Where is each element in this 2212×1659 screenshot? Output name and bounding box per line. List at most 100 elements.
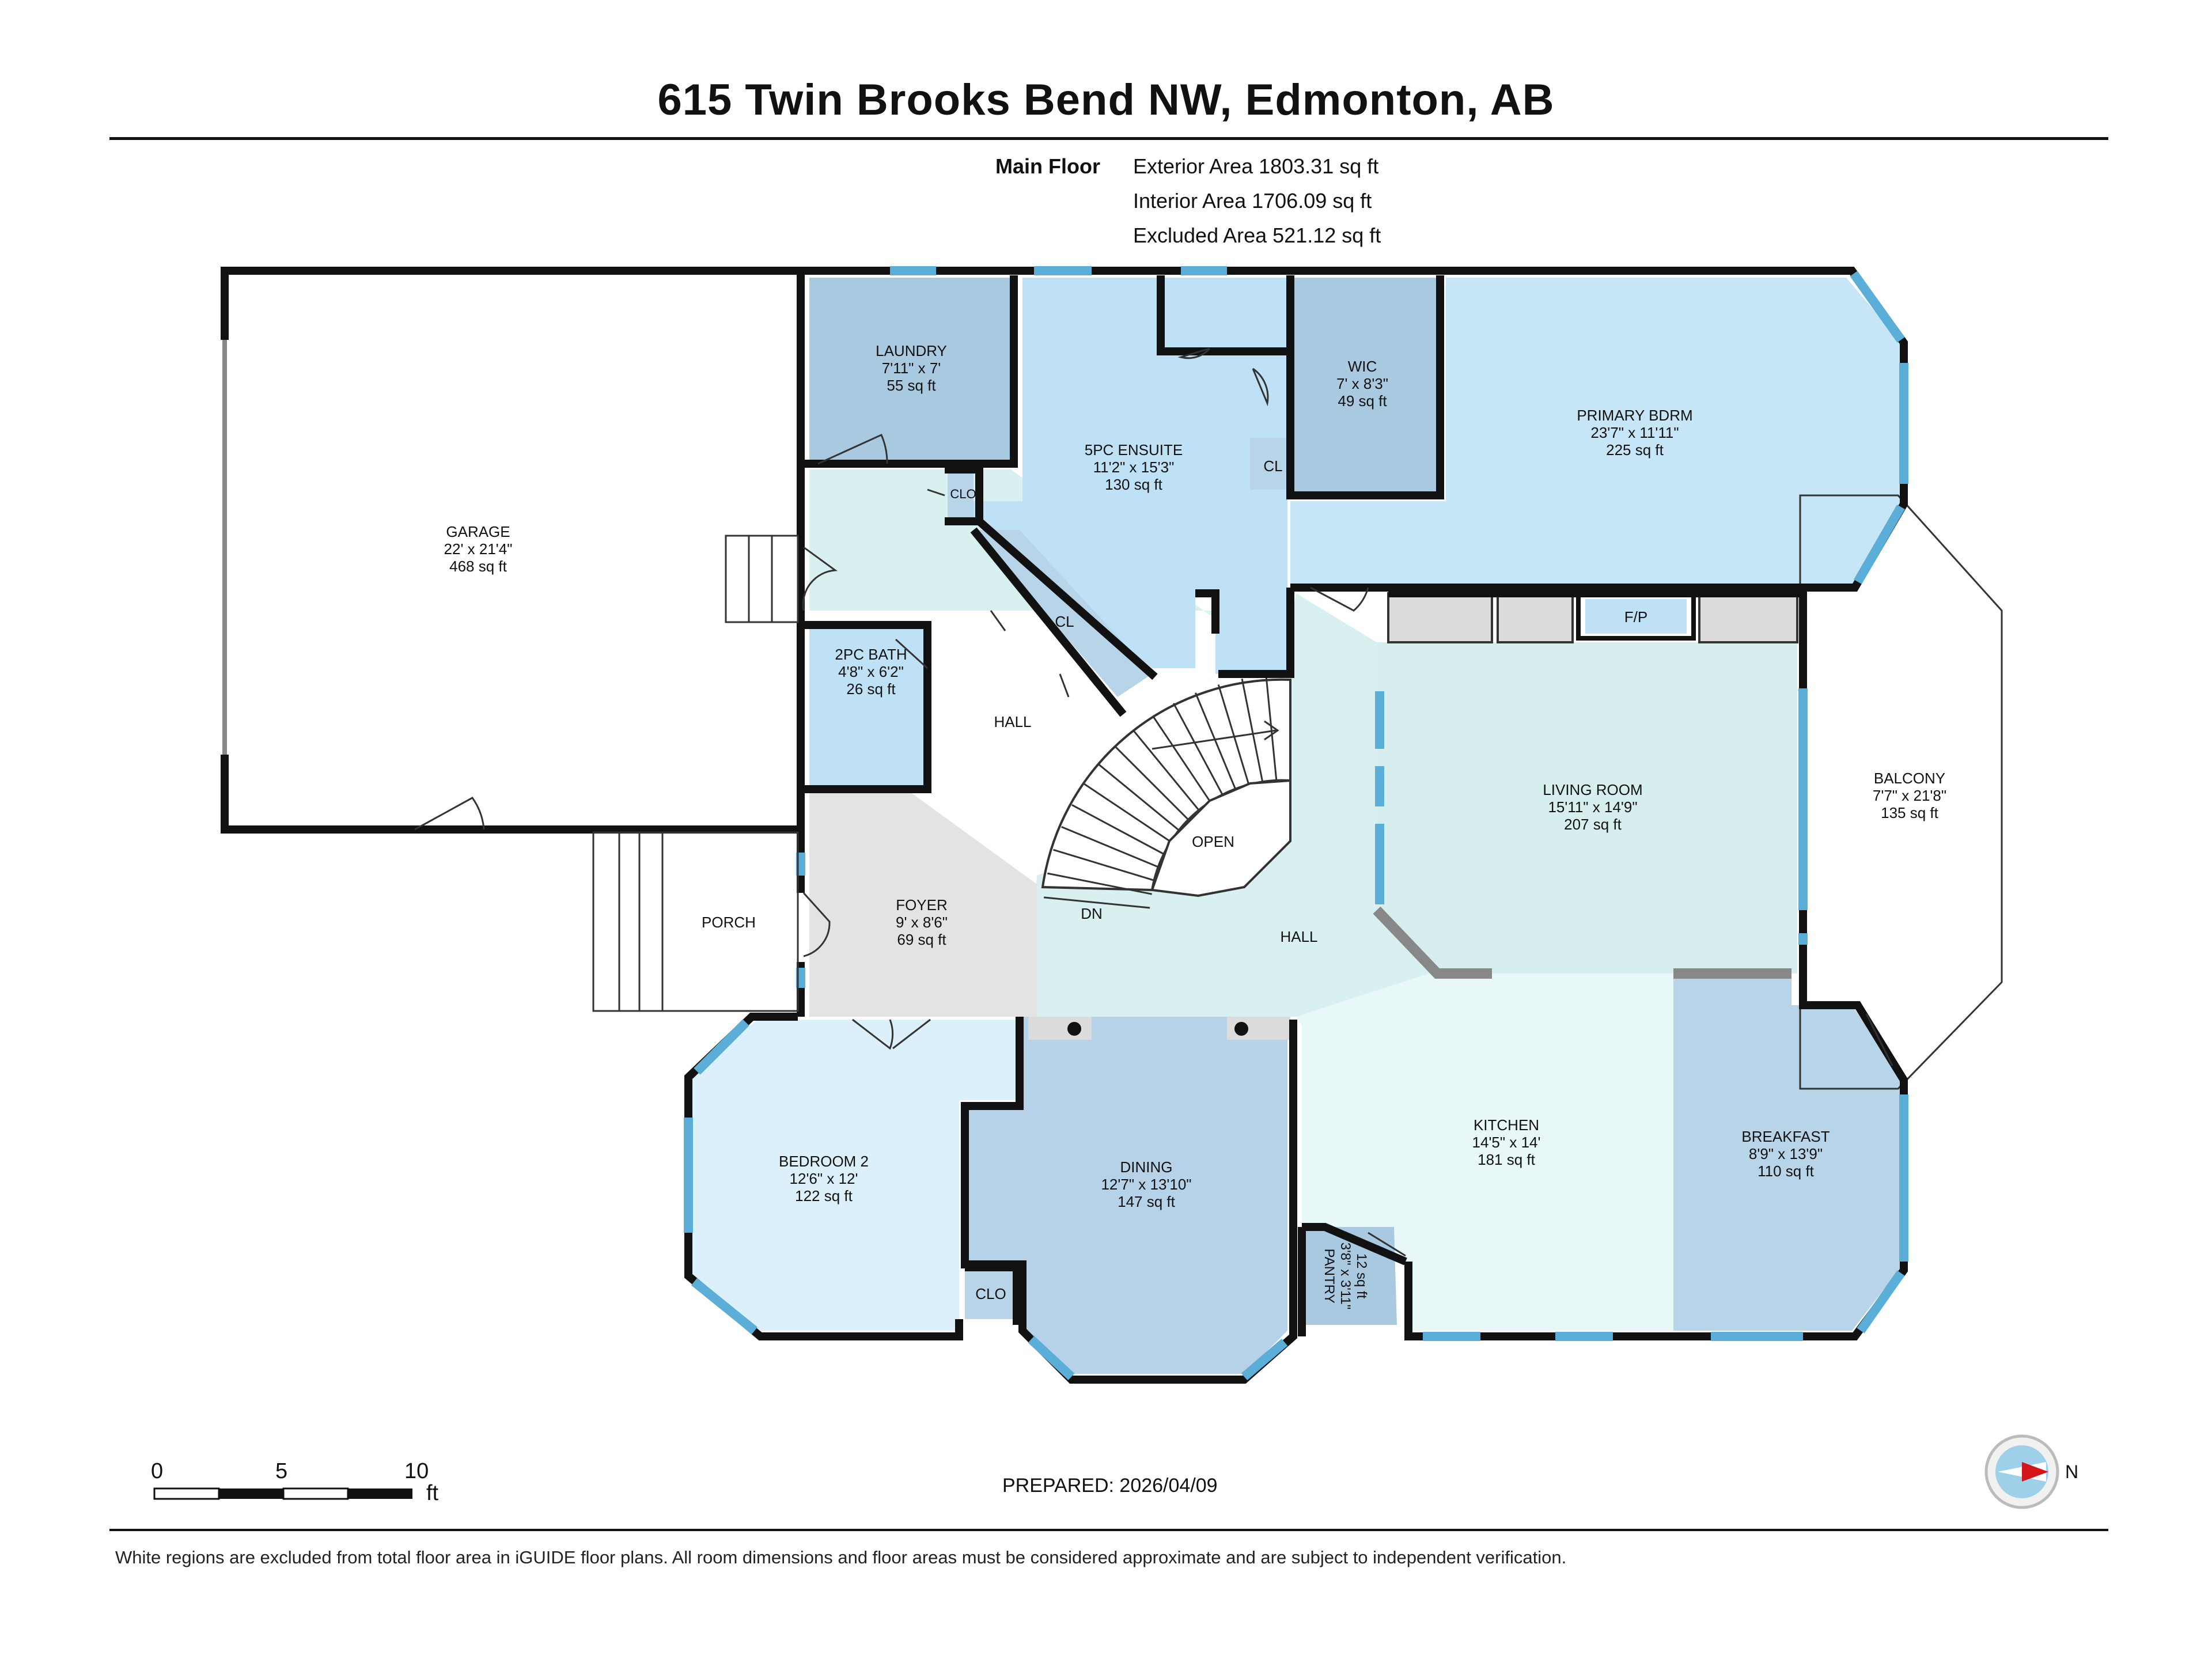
scale-segment-1 bbox=[153, 1487, 220, 1500]
cl-fill-wic bbox=[1250, 438, 1287, 490]
breakfast-fill bbox=[1673, 974, 1901, 1331]
window bbox=[1241, 1338, 1288, 1381]
window bbox=[1857, 1270, 1905, 1334]
hall-label-lower: HALL bbox=[1280, 928, 1317, 945]
disclaimer: White regions are excluded from total fl… bbox=[115, 1547, 1567, 1567]
window bbox=[1854, 505, 1905, 584]
door-foyer bbox=[802, 892, 831, 957]
bath-fill bbox=[809, 625, 927, 786]
counter-kitchen-left bbox=[1028, 1017, 1092, 1040]
stair-tread bbox=[1265, 675, 1278, 782]
door-wic bbox=[1252, 368, 1269, 407]
living-north bbox=[1388, 589, 1807, 642]
porch bbox=[592, 535, 799, 1012]
scale-segment-3 bbox=[282, 1487, 349, 1500]
pantry-label: PANTRY3'8" x 3'11"12 sq ft bbox=[1321, 1243, 1369, 1310]
stair-tread bbox=[1061, 826, 1161, 869]
clo-label-dining: CLO bbox=[975, 1285, 1006, 1302]
open-label: OPEN bbox=[1192, 833, 1234, 850]
clo-fill-hall bbox=[948, 469, 974, 518]
scale-tick-10: 10 bbox=[404, 1459, 429, 1483]
door-bath bbox=[895, 638, 929, 669]
hall-label-upper: HALL bbox=[994, 713, 1031, 730]
clo-label-hall: CLO bbox=[950, 487, 976, 501]
window bbox=[1850, 271, 1905, 343]
stair-tread bbox=[1132, 729, 1202, 813]
bedroom2-fill bbox=[688, 1020, 1017, 1331]
porch-label: PORCH bbox=[702, 914, 756, 931]
door-hall-garage bbox=[802, 546, 838, 611]
door-laundry bbox=[817, 434, 888, 465]
ensuite-walls bbox=[1286, 275, 1444, 499]
dn-label: DN bbox=[1081, 905, 1103, 922]
header-rule bbox=[109, 137, 2108, 140]
garage-steps bbox=[725, 535, 799, 623]
footer-rule bbox=[109, 1529, 2108, 1531]
stair-tread bbox=[1241, 679, 1264, 783]
staircase bbox=[1041, 675, 1291, 909]
stair-tread bbox=[1152, 715, 1213, 805]
open-area bbox=[1150, 779, 1291, 897]
post-left bbox=[1067, 1022, 1081, 1036]
cabinet-row bbox=[1028, 591, 1798, 1040]
stair-tread bbox=[1043, 896, 1150, 909]
primary-fill bbox=[1290, 278, 1904, 585]
clo-fill-dining bbox=[965, 1267, 1017, 1319]
windows bbox=[684, 266, 1908, 1381]
scale-tick-0: 0 bbox=[151, 1459, 163, 1483]
door-garage bbox=[414, 797, 485, 831]
stair-tread bbox=[1195, 692, 1237, 792]
stair-tread bbox=[1098, 764, 1182, 833]
stair-tread bbox=[1071, 804, 1166, 856]
door-cl-hall bbox=[990, 610, 1070, 698]
porch-outline bbox=[592, 831, 799, 1012]
door-ensuite-cl bbox=[1177, 347, 1211, 359]
stair-arrowhead bbox=[1264, 720, 1279, 741]
window bbox=[1028, 1336, 1075, 1380]
door-bedroom bbox=[852, 1018, 931, 1050]
compass-icon: N bbox=[1984, 1434, 2078, 1509]
stair-tread bbox=[1114, 745, 1191, 823]
stair-tread bbox=[1047, 872, 1152, 895]
balcony-outline bbox=[1799, 494, 2003, 1090]
hall-fill bbox=[809, 469, 1429, 1017]
clo-hall bbox=[945, 465, 983, 521]
scale-segment-4 bbox=[348, 1488, 412, 1499]
room-fills bbox=[688, 278, 1904, 1374]
living-peninsula bbox=[1373, 906, 1492, 979]
door-breakfast bbox=[1865, 1013, 1893, 1066]
stair-tread bbox=[1172, 703, 1225, 798]
bath-walls bbox=[804, 621, 931, 793]
living-fill bbox=[1377, 642, 1797, 974]
hall-cl-wall-b bbox=[970, 527, 1127, 717]
door-pantry bbox=[1368, 1232, 1406, 1257]
cabinet-2 bbox=[1497, 592, 1574, 643]
door-primary bbox=[1310, 586, 1369, 612]
door-clo-hall bbox=[927, 488, 945, 497]
floor-label: Main Floor bbox=[995, 154, 1100, 178]
scale-segment-2 bbox=[219, 1488, 283, 1499]
bedroom-walls bbox=[684, 1013, 963, 1340]
scale-bar: 0 5 10 ft bbox=[151, 1459, 439, 1505]
garage-walls bbox=[221, 267, 805, 834]
ensuite-south bbox=[1218, 588, 1294, 678]
stair-arrow bbox=[1152, 729, 1277, 750]
laundry-fill bbox=[809, 278, 1014, 464]
stair-tread bbox=[1084, 783, 1174, 844]
scale-unit: ft bbox=[426, 1481, 439, 1505]
prepared-date: PREPARED: 2026/04/09 bbox=[1002, 1475, 1218, 1497]
